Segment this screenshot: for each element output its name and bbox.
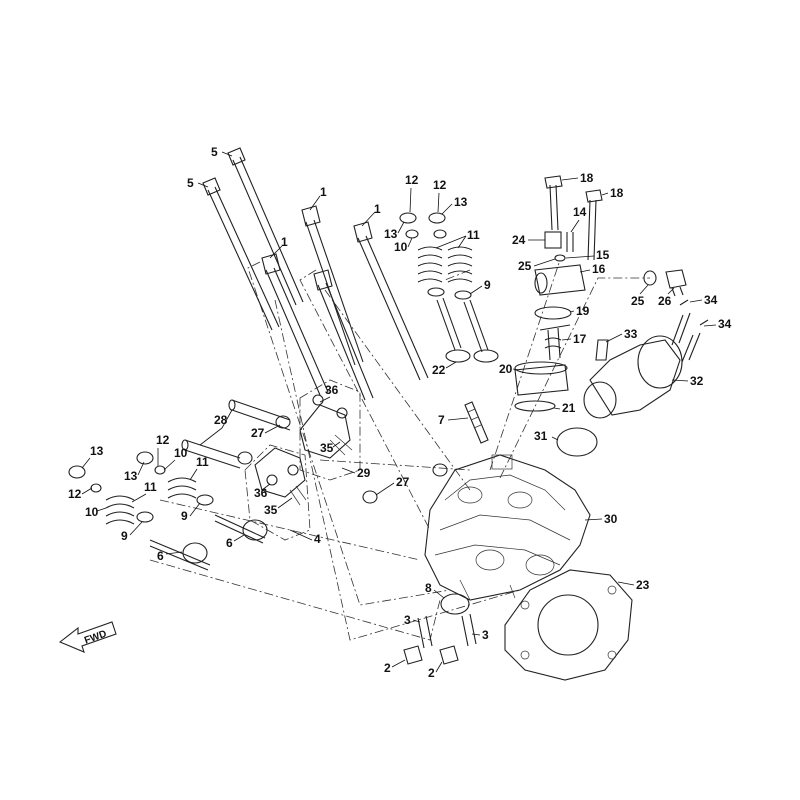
callout-11: 11 — [467, 228, 480, 242]
callout-35: 35 — [320, 441, 334, 455]
callout-12: 12 — [156, 433, 170, 447]
callout-3: 3 — [482, 628, 489, 642]
callout-11: 11 — [196, 455, 209, 469]
callout-6: 6 — [157, 549, 164, 563]
o-rings — [362, 463, 448, 504]
callout-19: 19 — [576, 304, 590, 318]
callout-12: 12 — [68, 487, 82, 501]
callout-26: 26 — [658, 294, 672, 308]
callout-7: 7 — [438, 413, 445, 427]
callout-16: 16 — [592, 262, 606, 276]
callout-25: 25 — [631, 294, 645, 308]
callout-9: 9 — [121, 529, 128, 543]
callout-13: 13 — [124, 469, 138, 483]
cylinder-head — [424, 454, 591, 601]
callout-27: 27 — [396, 475, 410, 489]
callout-31: 31 — [534, 429, 548, 443]
assembly-guide-lines — [149, 259, 650, 641]
callout-6: 6 — [226, 536, 233, 550]
callout-labels: 5 5 1 1 1 12 12 13 13 10 11 9 18 18 14 2… — [68, 145, 732, 680]
fwd-arrow-icon: FWD — [58, 621, 117, 653]
spark-plug — [464, 401, 489, 444]
intake-manifold — [556, 299, 709, 457]
callout-1: 1 — [320, 185, 327, 199]
callout-12: 12 — [433, 178, 447, 192]
callout-12: 12 — [405, 173, 419, 187]
callout-1: 1 — [281, 235, 288, 249]
callout-22: 22 — [432, 363, 446, 377]
callout-13: 13 — [454, 195, 468, 209]
callout-21: 21 — [562, 401, 576, 415]
callout-20: 20 — [499, 362, 513, 376]
callout-11: 11 — [144, 480, 157, 494]
callout-25: 25 — [518, 259, 532, 273]
callout-9: 9 — [484, 278, 491, 292]
callout-18: 18 — [610, 186, 624, 200]
valve-train-left — [68, 451, 268, 571]
callout-8: 8 — [425, 581, 432, 595]
head-bolts — [202, 147, 429, 401]
callout-3: 3 — [404, 613, 411, 627]
callout-9: 9 — [181, 509, 188, 523]
valve-train-upper — [399, 212, 499, 363]
callout-10: 10 — [85, 505, 99, 519]
callout-5: 5 — [211, 145, 218, 159]
callout-30: 30 — [604, 512, 618, 526]
callout-18: 18 — [580, 171, 594, 185]
callout-34: 34 — [718, 317, 732, 331]
callout-35: 35 — [264, 503, 278, 517]
callout-1: 1 — [374, 202, 381, 216]
temperature-sensor — [643, 269, 687, 297]
callout-32: 32 — [690, 374, 704, 388]
callout-28: 28 — [214, 413, 228, 427]
callout-33: 33 — [624, 327, 638, 341]
callout-13: 13 — [384, 227, 398, 241]
rocker-arm-lower — [237, 447, 307, 506]
callout-2: 2 — [384, 661, 391, 675]
rocker-arm-upper — [275, 394, 353, 459]
callout-23: 23 — [636, 578, 650, 592]
callout-13: 13 — [90, 444, 104, 458]
callout-2: 2 — [428, 666, 435, 680]
callout-14: 14 — [573, 205, 587, 219]
studs-and-nuts — [403, 593, 477, 665]
callout-4: 4 — [314, 532, 321, 546]
callout-27: 27 — [251, 426, 265, 440]
callout-36: 36 — [254, 486, 268, 500]
callout-29: 29 — [357, 466, 371, 480]
callout-34: 34 — [704, 293, 718, 307]
callout-15: 15 — [596, 248, 610, 262]
callout-17: 17 — [573, 332, 587, 346]
callout-5: 5 — [187, 176, 194, 190]
callout-10: 10 — [394, 240, 408, 254]
head-gasket — [504, 569, 633, 681]
callout-36: 36 — [325, 383, 339, 397]
callout-10: 10 — [174, 446, 188, 460]
thermostat-assembly — [514, 175, 603, 412]
rocker-frame — [244, 379, 361, 541]
callout-24: 24 — [512, 233, 526, 247]
